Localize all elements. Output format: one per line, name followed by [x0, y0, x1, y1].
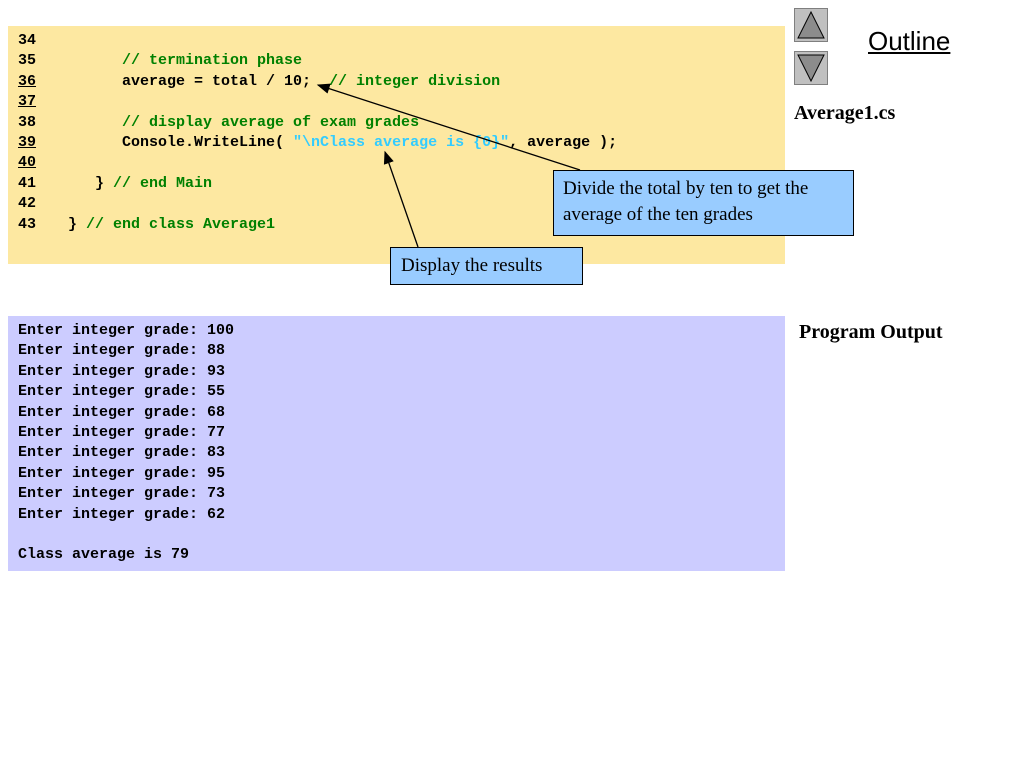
output-line: Enter integer grade: 62 [18, 505, 226, 523]
file-name-label: Average1.cs [794, 102, 896, 124]
code-text: } // end Main [41, 174, 212, 194]
line-number: 36 [18, 72, 37, 90]
code-line: 43 } // end class Average1 [18, 215, 617, 235]
code-line: 37 [18, 92, 617, 112]
previous-slide-button[interactable] [794, 8, 828, 42]
output-line: Class average is 79 [18, 546, 190, 564]
output-line: Enter integer grade: 73 [18, 485, 226, 503]
code-token [41, 52, 122, 69]
triangle-up-icon [797, 10, 825, 39]
code-comment: // termination phase [122, 52, 303, 70]
code-text: Console.WriteLine( "\nClass average is {… [41, 133, 617, 153]
code-text: // display average of exam grades [41, 113, 419, 133]
code-line: 38 // display average of exam grades [18, 113, 617, 133]
code-text: average = total / 10; // integer divisio… [41, 72, 500, 92]
output-line: Enter integer grade: 83 [18, 444, 226, 462]
outline-link[interactable]: Outline [868, 26, 951, 56]
line-number: 43 [18, 215, 37, 233]
output-line [18, 525, 234, 545]
triangle-down-icon [797, 54, 825, 83]
code-token: , average ); [509, 133, 618, 151]
code-comment: // end class Average1 [86, 215, 276, 233]
code-line: 39 Console.WriteLine( "\nClass average i… [18, 133, 617, 153]
line-number: 41 [18, 174, 37, 192]
line-number: 34 [18, 32, 37, 49]
next-slide-button[interactable] [794, 51, 828, 85]
code-token: Console.WriteLine( [41, 133, 294, 151]
code-string: "\nClass average is {0}" [293, 133, 510, 151]
code-comment: // end Main [113, 174, 213, 192]
code-line: 40 [18, 153, 617, 173]
code-comment: // display average of exam grades [122, 113, 420, 131]
callout-divide-total: Divide the total by ten to get the avera… [553, 170, 854, 236]
output-line: Enter integer grade: 93 [18, 362, 226, 380]
code-line: 35 // termination phase [18, 51, 617, 71]
callout-display-results: Display the results [390, 247, 583, 285]
code-line: 41 } // end Main [18, 174, 617, 194]
line-number: 40 [18, 154, 37, 172]
output-line: Enter integer grade: 68 [18, 403, 226, 421]
code-token: } [41, 215, 87, 233]
line-number: 38 [18, 113, 37, 131]
code-token: average = total / 10; [41, 72, 330, 90]
code-token: } [41, 174, 114, 192]
code-line: 34 [18, 31, 617, 51]
output-line: Enter integer grade: 77 [18, 423, 226, 441]
code-token [41, 114, 122, 131]
code-comment: // integer division [329, 72, 501, 90]
output-line: Enter integer grade: 88 [18, 342, 226, 360]
line-number: 37 [18, 93, 37, 111]
output-line: Enter integer grade: 100 [18, 322, 235, 339]
line-number: 39 [18, 133, 37, 151]
output-line: Enter integer grade: 55 [18, 383, 226, 401]
code-line: 36 average = total / 10; // integer divi… [18, 72, 617, 92]
code-text: } // end class Average1 [41, 215, 275, 235]
line-number: 35 [18, 52, 37, 70]
line-number: 42 [18, 195, 37, 213]
program-output-label: Program Output [799, 321, 943, 343]
output-line: Enter integer grade: 95 [18, 464, 226, 482]
code-text: // termination phase [41, 51, 302, 71]
code-line: 42 [18, 194, 617, 214]
